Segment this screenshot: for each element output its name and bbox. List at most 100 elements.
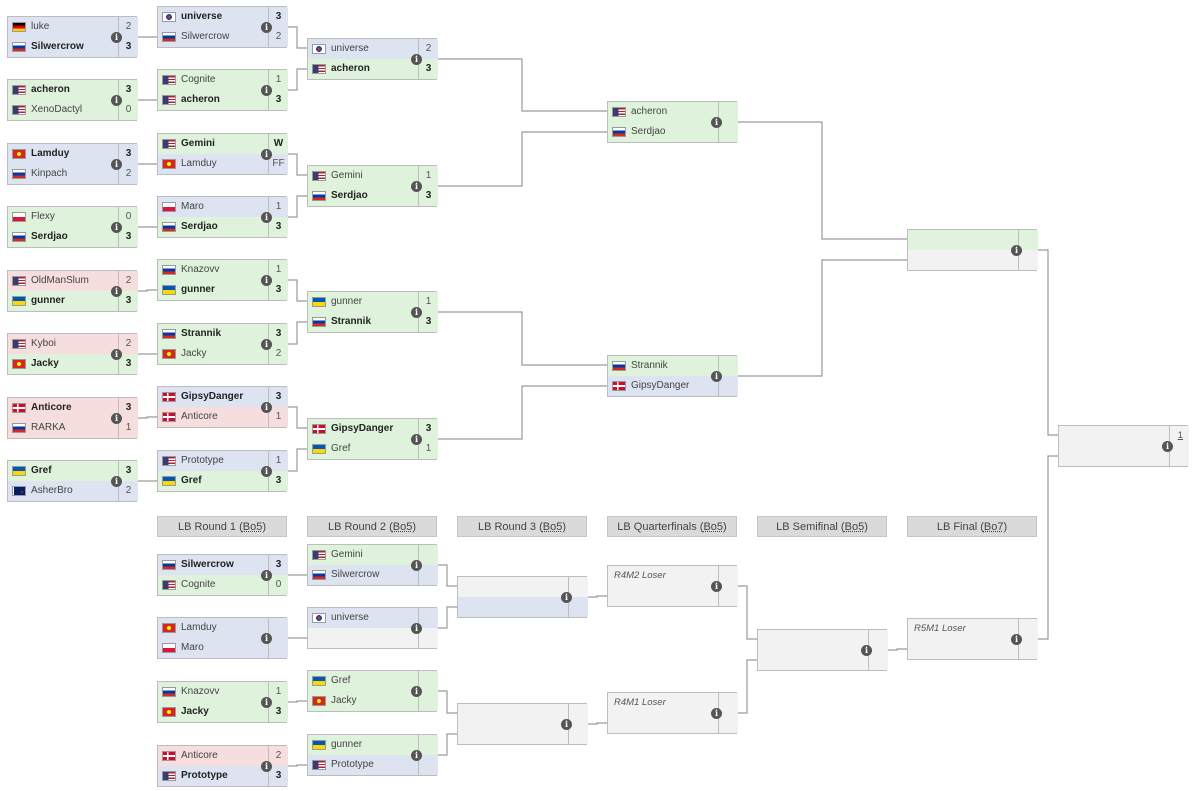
player-name[interactable]: universe (181, 11, 223, 22)
player-name[interactable]: OldManSlum (31, 275, 89, 286)
lb-round3-match[interactable]: i (457, 576, 588, 618)
player-name[interactable]: Prototype (181, 770, 228, 781)
player-name[interactable]: Knazovv (181, 264, 220, 275)
info-icon[interactable]: i (261, 633, 272, 644)
player-name[interactable]: Flexy (31, 211, 55, 222)
participant-slot[interactable] (908, 639, 1038, 659)
player-name[interactable]: GipsyDanger (331, 423, 394, 434)
participant-slot[interactable]: Jacky (308, 691, 438, 711)
player-name[interactable]: acheron (331, 63, 370, 74)
player-name[interactable]: Jacky (331, 695, 357, 706)
player-name[interactable]: Lamduy (31, 148, 70, 159)
player-name[interactable]: gunner (331, 296, 363, 307)
info-icon[interactable]: i (261, 402, 272, 413)
participant-slot[interactable] (1059, 446, 1189, 466)
player-name[interactable]: universe (331, 43, 369, 54)
player-name[interactable]: Kyboi (31, 338, 57, 349)
player-name[interactable]: Gref (331, 675, 351, 686)
player-name[interactable]: gunner (31, 295, 65, 306)
info-icon[interactable]: i (261, 761, 272, 772)
player-name[interactable]: Strannik (631, 360, 668, 371)
info-icon[interactable]: i (561, 592, 572, 603)
player-name[interactable]: Anticore (181, 411, 218, 422)
player-name[interactable]: Cognite (181, 579, 216, 590)
player-name[interactable]: Serdjao (31, 231, 68, 242)
player-name[interactable]: Silwercrow (331, 569, 380, 580)
player-name[interactable]: AsherBro (31, 485, 73, 496)
player-name[interactable]: Gemini (331, 170, 363, 181)
player-name[interactable]: Lamduy (181, 622, 217, 633)
player-name[interactable]: GipsyDanger (181, 391, 244, 402)
player-name[interactable]: Silwercrow (31, 41, 84, 52)
info-icon[interactable]: i (111, 349, 122, 360)
player-name[interactable]: Knazovv (181, 686, 220, 697)
player-name[interactable]: RARKA (31, 422, 66, 433)
player-name[interactable]: Anticore (31, 402, 72, 413)
player-name[interactable]: Prototype (331, 759, 374, 770)
participant-slot[interactable] (458, 597, 588, 617)
player-name[interactable]: gunner (181, 284, 215, 295)
player-name[interactable]: acheron (631, 106, 668, 117)
info-icon[interactable]: i (111, 159, 122, 170)
player-name[interactable]: Gref (31, 465, 52, 476)
player-name[interactable]: Strannik (181, 328, 222, 339)
player-name[interactable]: Gemini (331, 549, 363, 560)
info-icon[interactable]: i (711, 117, 722, 128)
participant-slot[interactable] (758, 650, 888, 670)
info-icon[interactable]: i (261, 212, 272, 223)
player-name[interactable]: Serdjao (631, 126, 666, 137)
info-icon[interactable]: i (861, 645, 872, 656)
player-name[interactable]: luke (31, 21, 50, 32)
info-icon[interactable]: i (711, 581, 722, 592)
participant-slot[interactable]: Prototype (308, 755, 438, 775)
lb-round3-match[interactable]: i (457, 703, 588, 745)
info-icon[interactable]: i (111, 476, 122, 487)
participant-slot[interactable]: Maro (158, 638, 288, 658)
player-name[interactable]: Gref (331, 443, 351, 454)
participant-slot[interactable]: GipsyDanger (608, 376, 738, 396)
info-icon[interactable]: i (411, 307, 422, 318)
player-name[interactable]: XenoDactyl (31, 104, 83, 115)
info-icon[interactable]: i (111, 413, 122, 424)
info-icon[interactable]: i (711, 371, 722, 382)
ub-final-match[interactable]: i (907, 229, 1038, 271)
participant-slot[interactable] (608, 586, 738, 606)
participant-slot[interactable] (608, 713, 738, 733)
info-icon[interactable]: i (411, 434, 422, 445)
player-name[interactable]: acheron (181, 94, 220, 105)
